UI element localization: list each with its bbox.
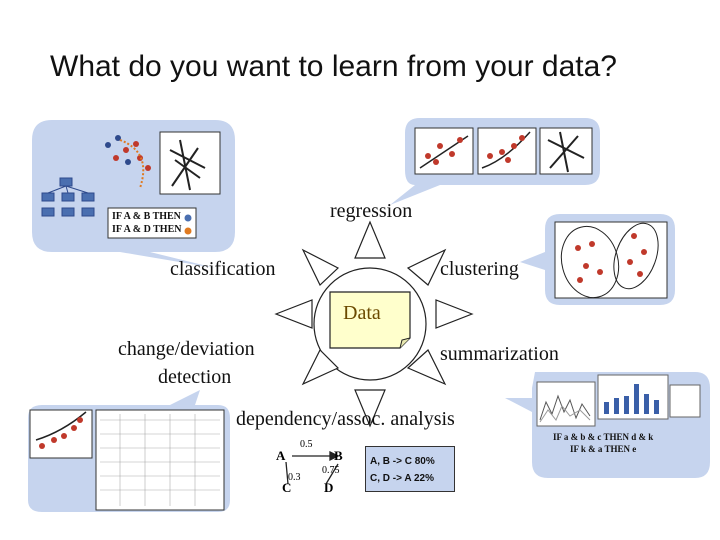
- regression-label: regression: [330, 200, 412, 223]
- regression-panel-1: [415, 128, 473, 174]
- arrow-up: [355, 222, 385, 258]
- summary-legend: [670, 385, 700, 417]
- summary-rule-2: IF k & a THEN e: [570, 444, 636, 454]
- edge-bd-weight: 0.75: [322, 465, 340, 476]
- detection-label: detection: [158, 366, 231, 389]
- clustering-label: clustering: [440, 258, 519, 281]
- arrow-up-left: [303, 250, 338, 285]
- classification-label: classification: [170, 258, 276, 281]
- edge-ab-weight: 0.5: [300, 439, 313, 450]
- arrow-right: [436, 300, 472, 328]
- node-d: D: [324, 480, 333, 496]
- arrow-left: [276, 300, 312, 328]
- change-grid-panel: [96, 410, 224, 510]
- node-a: A: [276, 448, 285, 464]
- data-label: Data: [343, 302, 381, 325]
- change-deviation-label: change/deviation: [118, 338, 255, 361]
- assoc-rule-2: C, D -> A 22%: [370, 470, 450, 487]
- page-title: What do you want to learn from your data…: [50, 50, 617, 84]
- classification-rule-2: IF A & D THEN: [112, 224, 181, 235]
- edge-ac-weight: 0.3: [288, 472, 301, 483]
- node-b: B: [334, 448, 343, 464]
- dependency-label: dependency/assoc. analysis: [236, 408, 455, 431]
- classification-brain-panel: [160, 132, 220, 194]
- summary-rule-1: IF a & b & c THEN d & k: [553, 432, 653, 442]
- assoc-rules-box: A, B -> C 80% C, D -> A 22%: [365, 446, 455, 492]
- classification-rule-1: IF A & B THEN: [112, 211, 181, 222]
- summarization-label: summarization: [440, 343, 559, 366]
- change-scatter-panel: [30, 410, 92, 458]
- assoc-rule-1: A, B -> C 80%: [370, 453, 450, 470]
